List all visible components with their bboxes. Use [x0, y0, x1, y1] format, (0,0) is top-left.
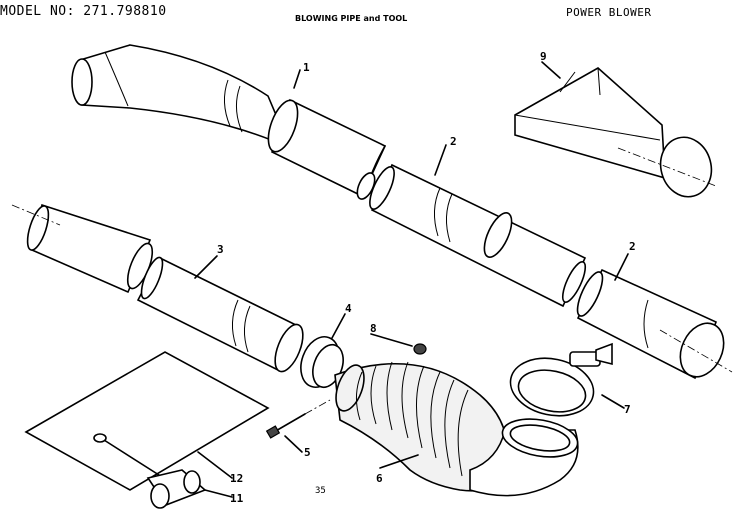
callout-2b: 2 [629, 240, 636, 253]
callout-8: 8 [370, 322, 377, 335]
part-2-straight-pipe-upper [369, 163, 587, 308]
callout-leaders [194, 61, 629, 498]
part-8-nut [413, 343, 427, 355]
callout-7: 7 [624, 403, 631, 416]
callout-2a: 2 [450, 135, 457, 148]
part-3-straight-pipe [11, 203, 304, 373]
callout-9: 9 [540, 50, 547, 63]
part-2-straight-pipe-lower [576, 268, 733, 380]
part-1-curved-pipe [71, 44, 387, 200]
product-name: POWER BLOWER [566, 6, 652, 19]
callout-3: 3 [217, 243, 224, 256]
part-5-screw [265, 399, 331, 439]
part-12-instruction-sheet [24, 351, 270, 491]
callout-5: 5 [304, 446, 311, 459]
part-11-wrench-tool [93, 433, 207, 509]
callout-1: 1 [303, 61, 310, 74]
callout-11: 11 [230, 492, 244, 505]
model-number: MODEL NO: 271.798810 [0, 4, 167, 19]
callout-12: 12 [230, 472, 243, 485]
callout-6: 6 [376, 472, 383, 485]
page-number: 35 [315, 486, 326, 496]
hose-elbow [469, 418, 579, 497]
part-7-wing-clamp [509, 342, 613, 417]
part-9-flat-nozzle [514, 67, 717, 198]
callout-4: 4 [345, 302, 352, 315]
diagram-title: BLOWING PIPE and TOOL [295, 14, 408, 23]
part-6-flexible-hose [334, 361, 508, 492]
